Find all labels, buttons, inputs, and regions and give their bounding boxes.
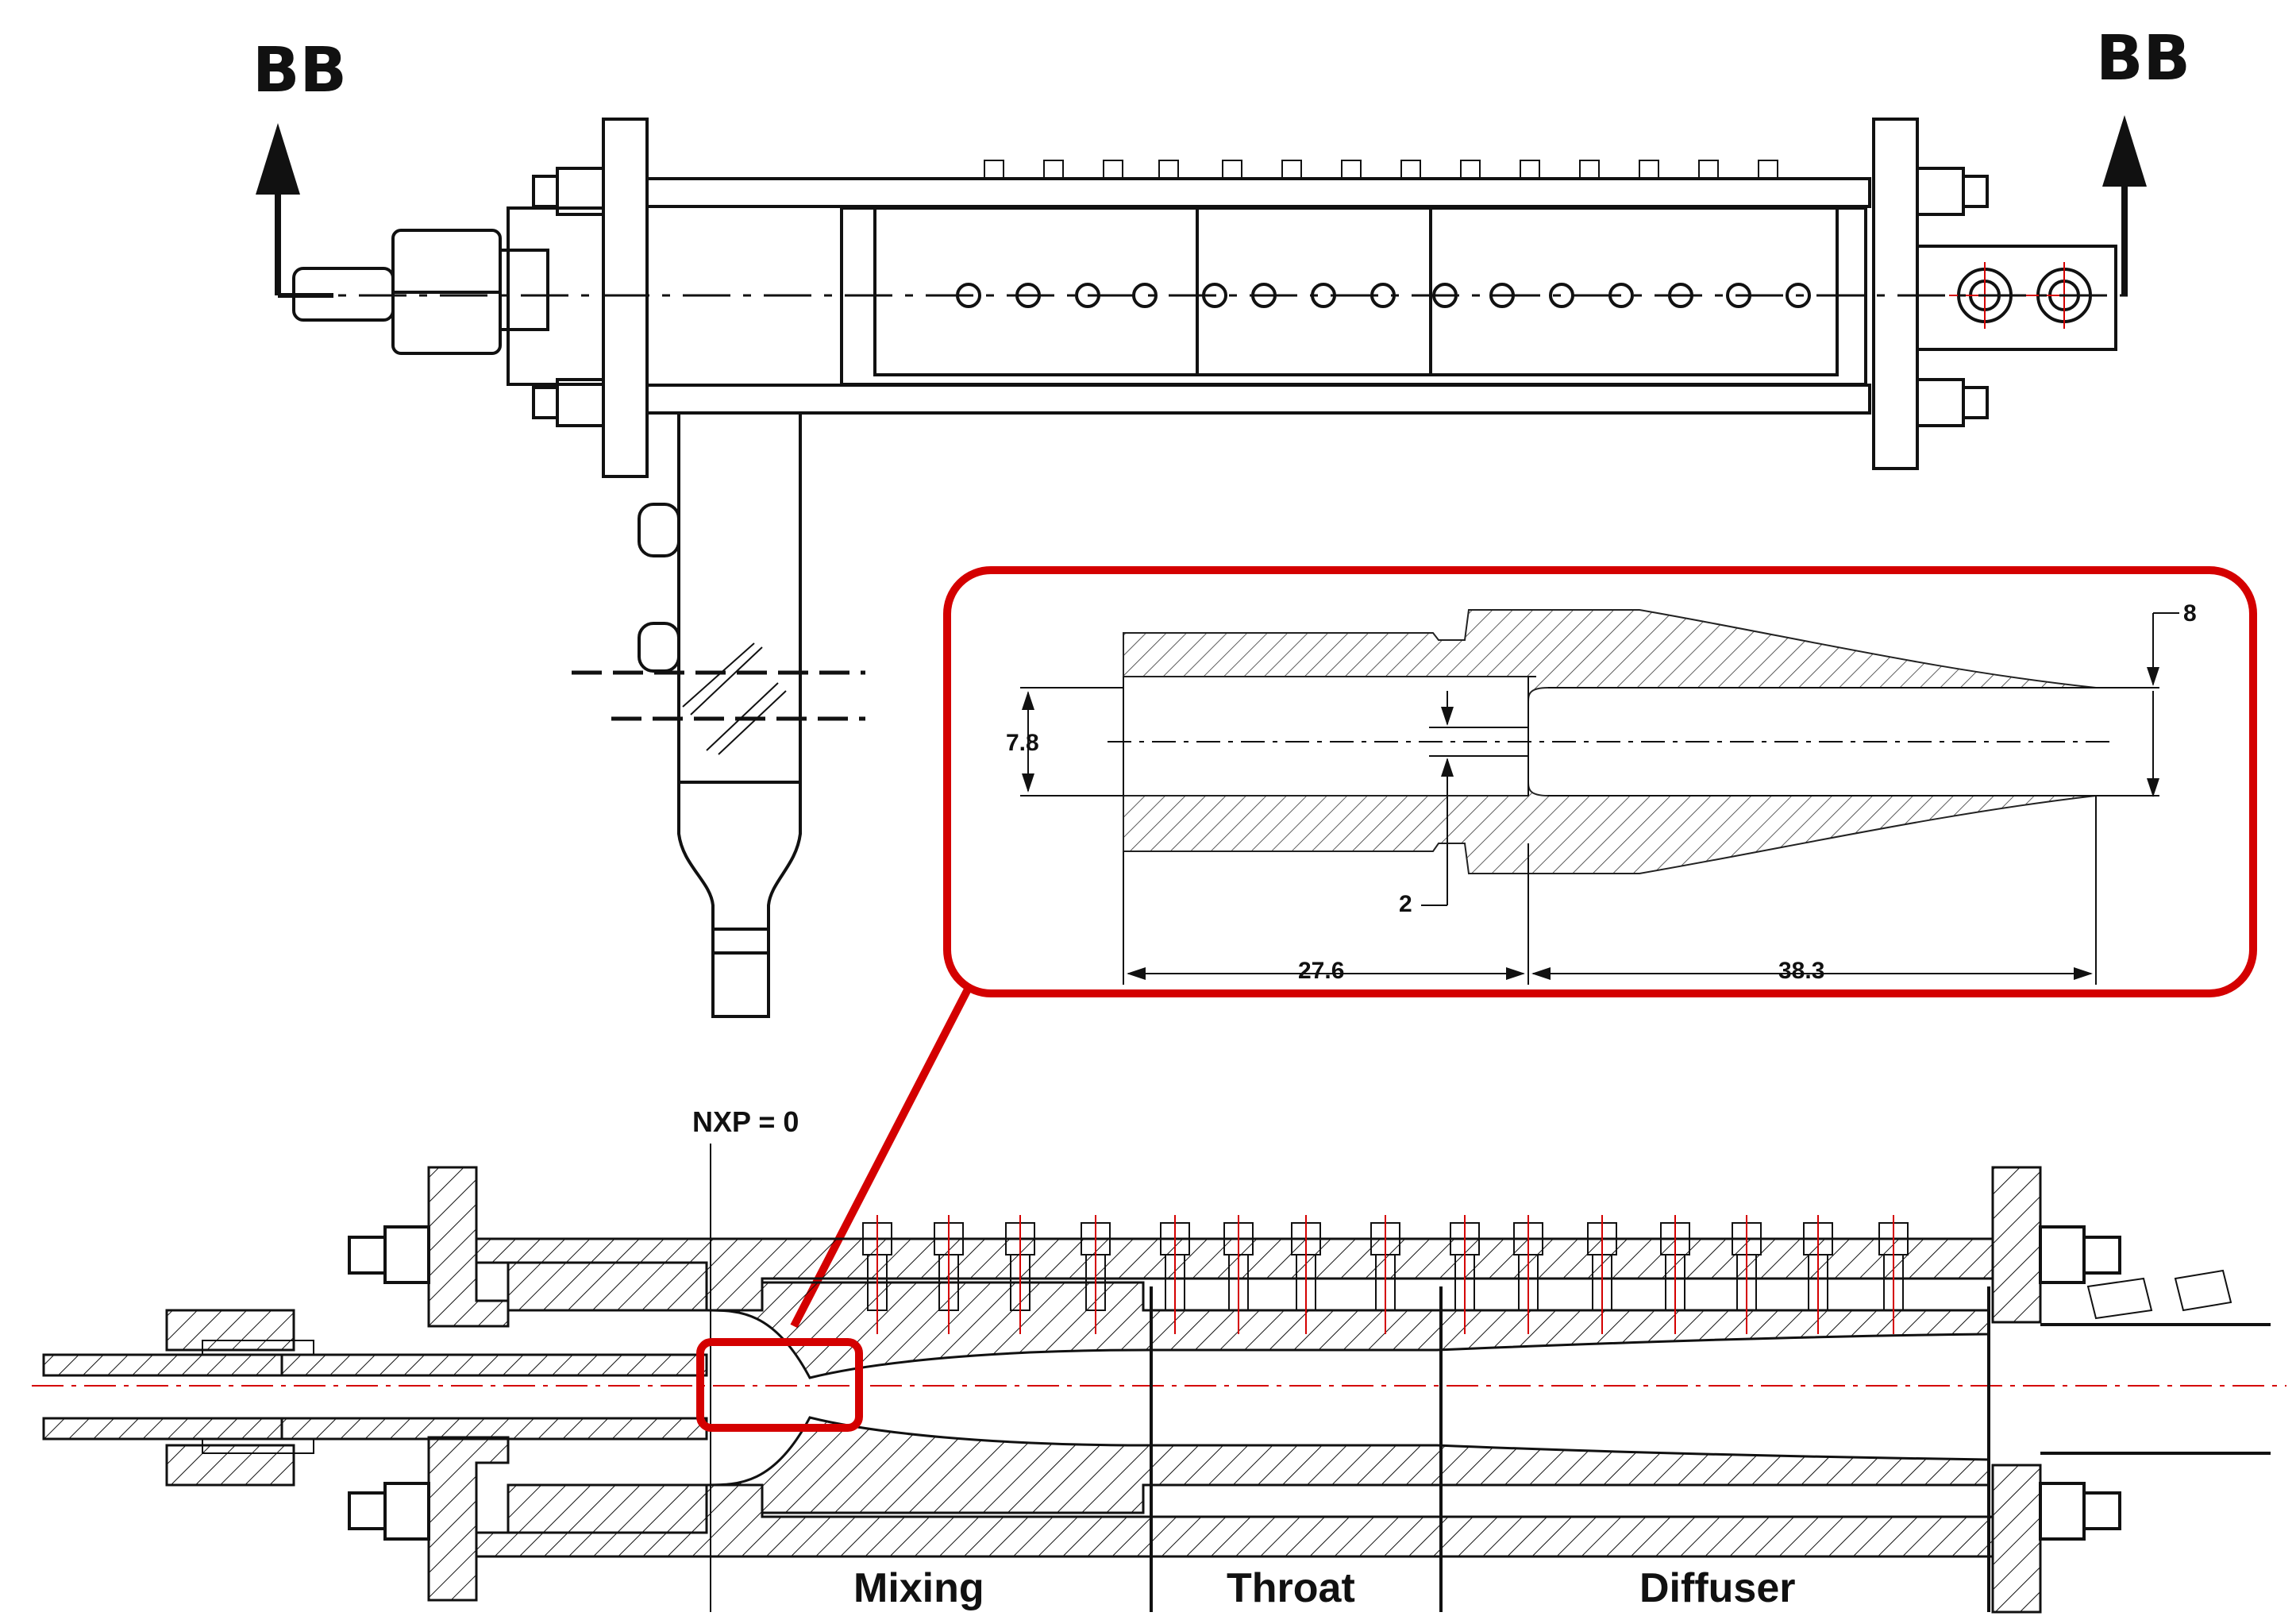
- section-right-bolts: [2039, 1225, 2232, 1541]
- dim-inlet-diameter: 7.8: [1006, 730, 1039, 756]
- zone-label-throat: Throat: [1227, 1565, 1355, 1611]
- zone-label-mixing: Mixing: [853, 1565, 984, 1611]
- left-flange: [602, 118, 649, 478]
- nxp-label: NXP = 0: [692, 1105, 799, 1138]
- section-label-left: BB: [252, 35, 347, 106]
- dim-exit-diameter: 8: [2183, 600, 2197, 627]
- nozzle-highlight-box: [696, 1338, 863, 1432]
- section-label-right: BB: [2096, 23, 2190, 94]
- dim-throat-diameter: 2: [1399, 891, 1412, 917]
- detail-frame: [943, 566, 2257, 997]
- section-primary-inlet: [42, 1309, 708, 1487]
- upper-tie-rod: [645, 177, 1871, 208]
- section-pressure-taps: [862, 1215, 1909, 1334]
- section-view: NXP = 0: [32, 1105, 2286, 1614]
- inner-body: [873, 206, 1839, 376]
- section-arrow-right: [2102, 115, 2147, 295]
- external-view: BB BB: [252, 23, 2190, 1018]
- nozzle-upper-half: [1123, 609, 2097, 704]
- pressure-tap-caps: [984, 160, 1778, 179]
- section-left-bolts: [348, 1225, 430, 1541]
- outlet-block: [1916, 245, 2117, 351]
- left-bolts: [532, 167, 605, 427]
- secondary-inlet-pipe: [572, 413, 865, 1018]
- dim-converging-length: 27.6: [1298, 958, 1344, 984]
- right-bolts: [1916, 167, 1989, 427]
- nozzle-lower-half: [1123, 780, 2097, 874]
- right-flange: [1872, 118, 1919, 470]
- primary-inlet-fitting: [292, 229, 549, 355]
- dim-diverging-length: 38.3: [1778, 958, 1824, 984]
- zone-label-diffuser: Diffuser: [1639, 1565, 1795, 1611]
- lower-tie-rod: [645, 384, 1871, 415]
- side-taps: [956, 283, 1811, 308]
